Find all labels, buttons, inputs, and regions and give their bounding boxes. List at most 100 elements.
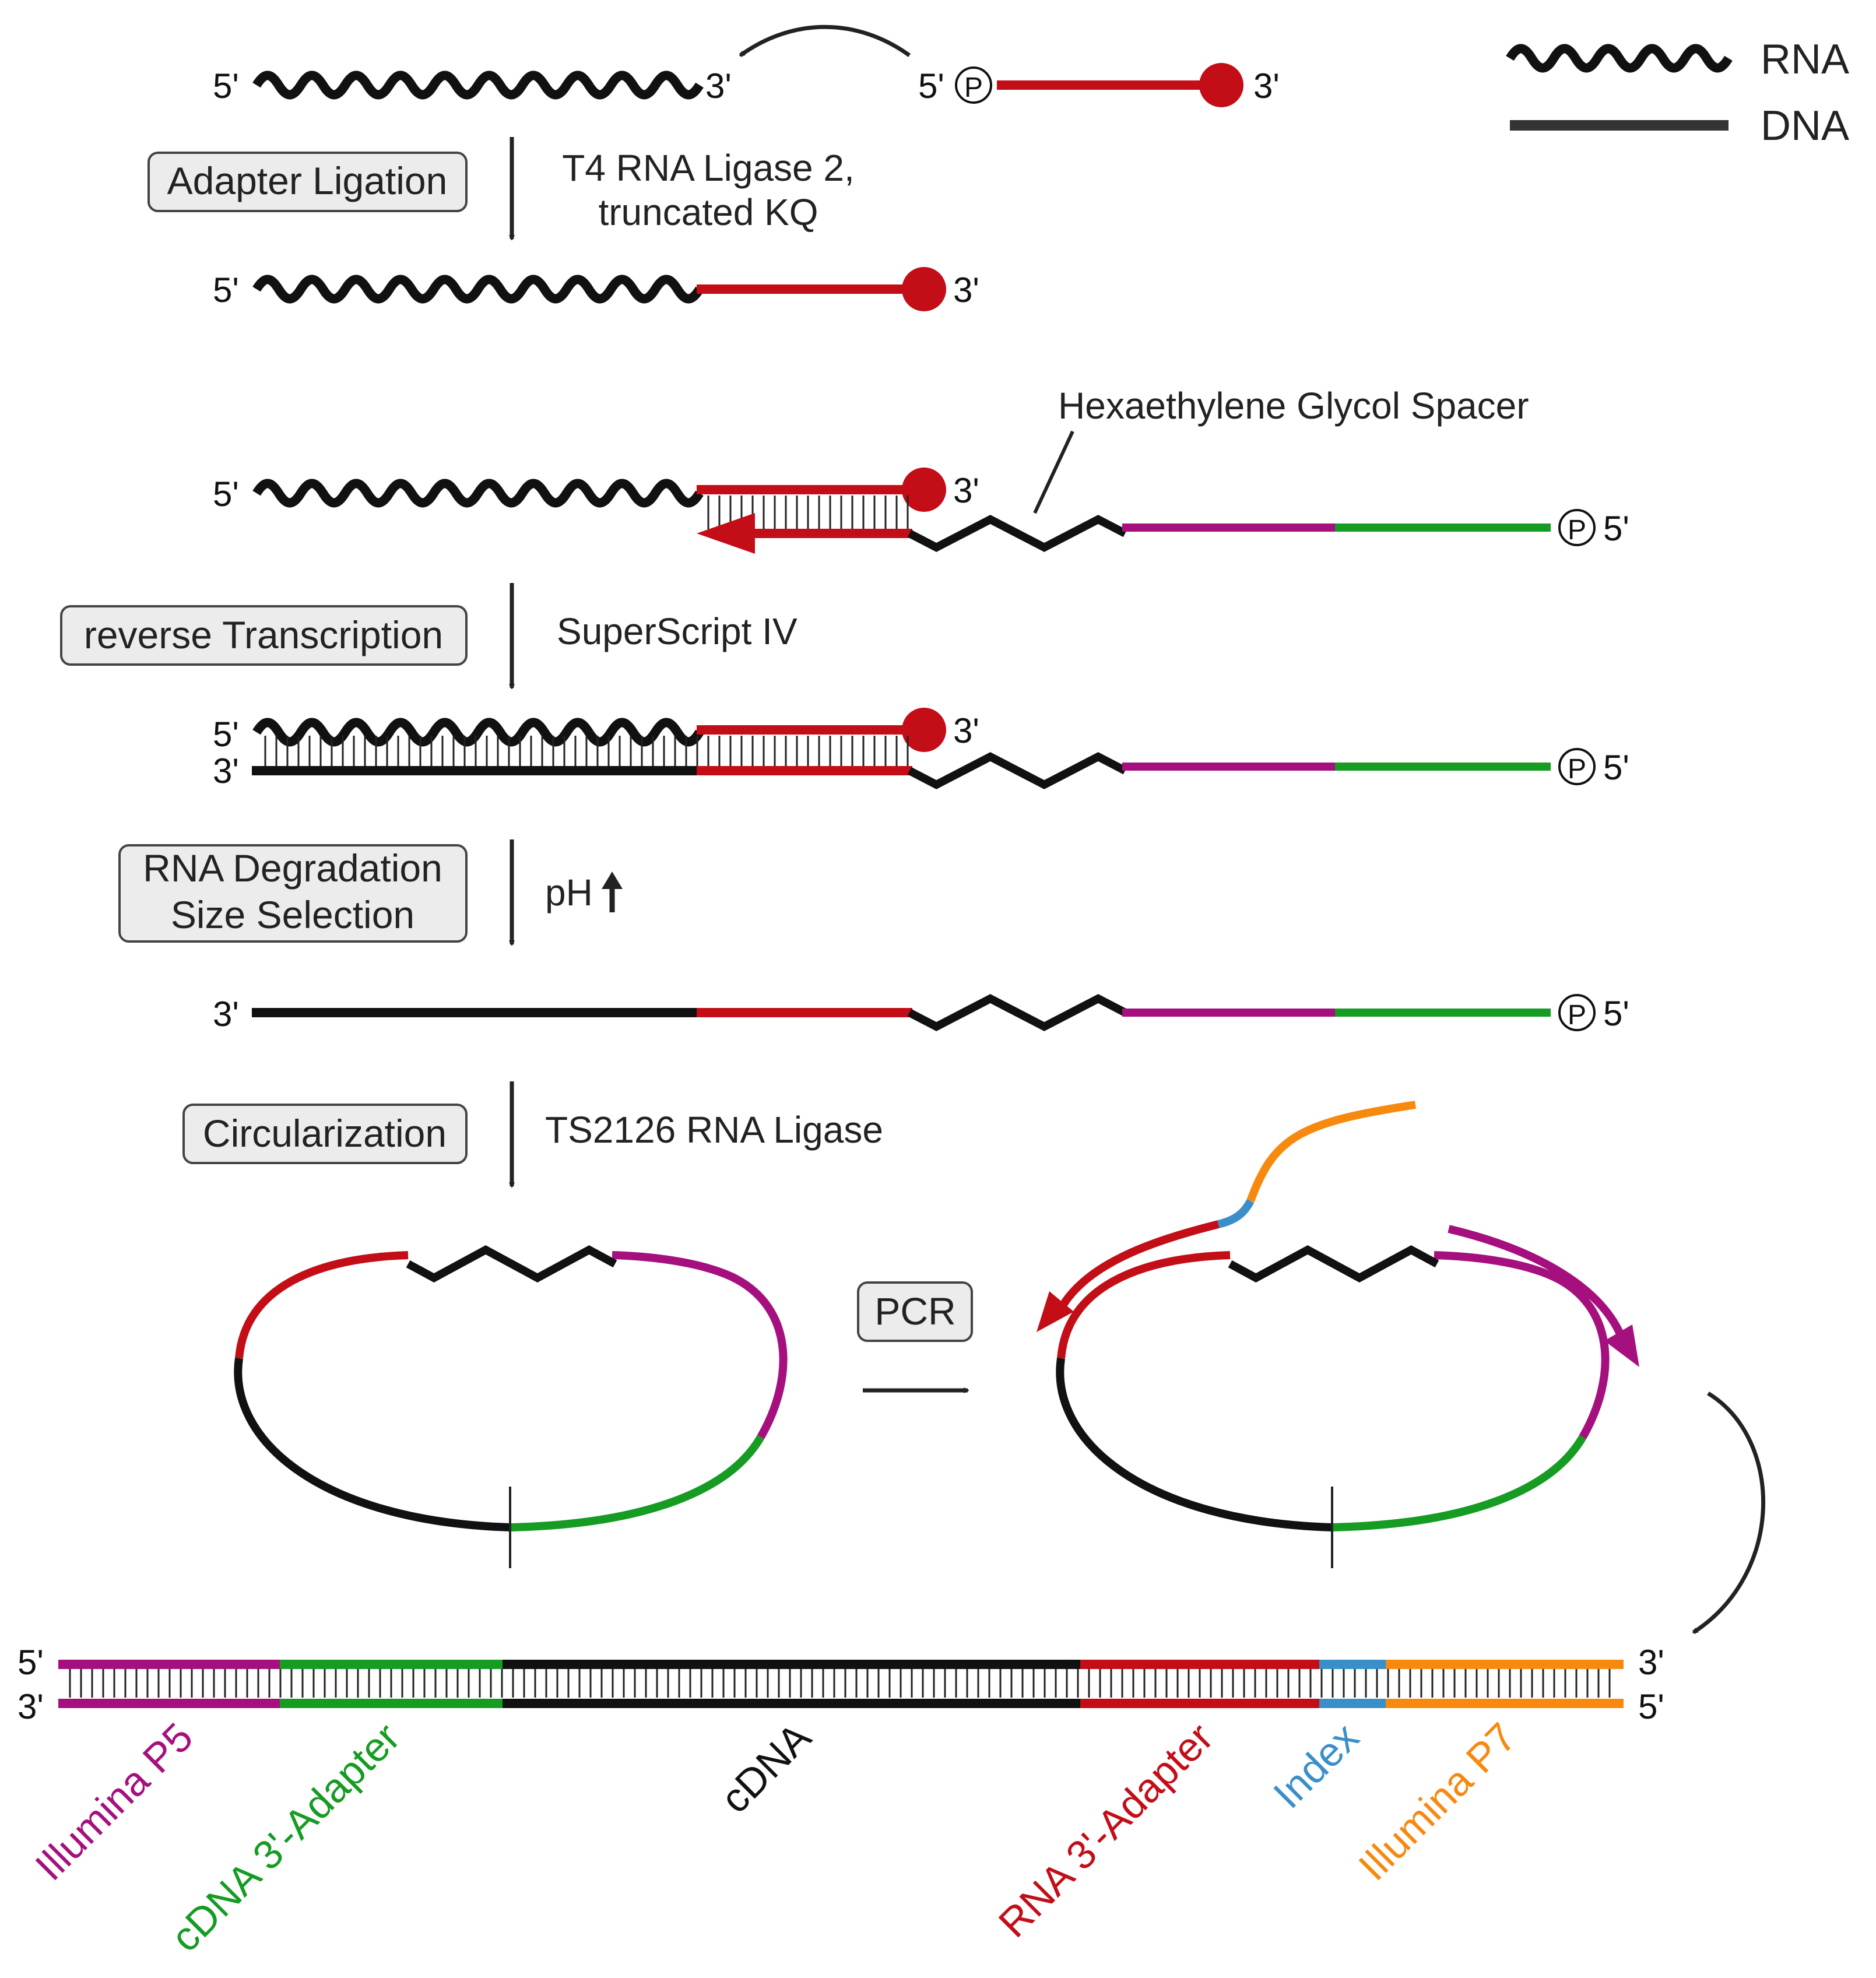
row3-primer-5prime: 5'	[1603, 509, 1629, 548]
circle1-cdna-adapter-arc	[510, 1435, 765, 1531]
degradation-line2: Size Selection	[171, 893, 414, 936]
segment-label-rna-adapter: RNA 3'-Adapter	[990, 1714, 1222, 1946]
row5-3prime: 3'	[213, 995, 239, 1034]
circle1-spacer	[406, 1245, 617, 1283]
step-ligation: Adapter Ligation T4 RNA Ligase 2, trunca…	[147, 137, 855, 239]
adapter-approach-arrow	[740, 24, 911, 57]
ligation-enzyme-line2: truncated KQ	[598, 191, 818, 233]
row-rt-product: 5' 3' 3' P 5'	[213, 708, 1629, 791]
row5-spacer	[907, 994, 1127, 1031]
row-primer-annealed: Hexaethylene Glycol Spacer 5' 3' P 5'	[213, 385, 1629, 554]
row4-phosphate-label: P	[1568, 754, 1586, 785]
row4-phosphate-icon	[1558, 748, 1596, 785]
row3-phosphate-label: P	[1568, 515, 1586, 546]
degradation-line1: RNA Degradation	[143, 846, 442, 890]
segment-label-cdna: cDNA	[712, 1714, 820, 1822]
ph-label: pH	[545, 872, 593, 914]
segment-label-p5: Illumina P5	[27, 1714, 202, 1889]
row-ligated: 5' 3'	[213, 267, 979, 311]
row-cdna: 3' P 5'	[213, 994, 1629, 1034]
reverse-primer-p7-tail	[1246, 1101, 1417, 1203]
row3-block-icon	[902, 468, 946, 512]
legend-dna-label: DNA	[1761, 103, 1849, 149]
row4-base-pairs	[264, 736, 909, 767]
row2-rna-strand	[252, 275, 704, 304]
ligation-enzyme-line1: T4 RNA Ligase 2,	[562, 147, 855, 189]
row4-5prime: 5'	[213, 715, 239, 754]
final-bottom-3prime: 3'	[17, 1687, 44, 1726]
phosphate-label: P	[964, 72, 983, 103]
step-rt: reverse Transcription SuperScript IV	[60, 583, 798, 688]
row4-spacer	[907, 752, 1127, 789]
row2-5prime: 5'	[213, 270, 239, 310]
pcr-box	[857, 1281, 973, 1342]
legend-rna-label: RNA	[1761, 36, 1849, 83]
ph-up-arrow-icon	[602, 872, 623, 889]
row4-block-icon	[902, 708, 946, 752]
final-product-arrow	[1694, 1392, 1765, 1634]
final-library: 5' 3' 3' 5' Illumina P5 cDNA 3'-Adapter …	[17, 1643, 1664, 1961]
row4-rna-strand	[252, 718, 704, 747]
row4-3prime-right: 3'	[953, 711, 979, 750]
forward-primer-p5	[1448, 1225, 1625, 1337]
row5-phosphate-icon	[1558, 994, 1596, 1031]
row3-primer-arrowhead	[697, 513, 755, 554]
step-pcr: PCR	[857, 1281, 973, 1390]
final-base-pairs	[69, 1668, 1611, 1698]
step-circularization: Circularization TS2126 RNA Ligase	[182, 1081, 883, 1186]
row2-3prime: 3'	[953, 270, 979, 310]
segment-label-p7: Illumina P7	[1350, 1714, 1525, 1889]
circle2-cdna-arc	[1056, 1358, 1333, 1531]
adapter-3prime: 3'	[1253, 66, 1280, 106]
reverse-primer-red	[1056, 1220, 1220, 1313]
phosphate-icon	[955, 66, 992, 104]
row3-5prime: 5'	[213, 475, 239, 514]
degradation-box	[118, 844, 468, 943]
legend-rna-wave	[1506, 44, 1733, 73]
circular-cdna	[234, 1245, 788, 1568]
row1-rna-5prime: 5'	[213, 66, 239, 106]
circle2-rna-adapter-arc	[1057, 1251, 1231, 1359]
circle2-spacer	[1228, 1245, 1439, 1283]
reverse-primer-index	[1217, 1199, 1255, 1228]
adapter-block-icon	[1199, 63, 1243, 107]
step-degradation: RNA Degradation Size Selection pH	[118, 839, 623, 944]
circular-cdna-pcr	[1037, 1101, 1765, 1634]
row5-phosphate-label: P	[1568, 1000, 1586, 1031]
row1-rna-strand	[252, 71, 704, 100]
adapter-5prime: 5'	[918, 66, 944, 106]
circle2-p5-arc	[1434, 1251, 1610, 1439]
spacer-pointer	[1033, 430, 1074, 514]
final-top-3prime: 3'	[1638, 1643, 1664, 1682]
segment-label-index: Index	[1264, 1714, 1367, 1817]
reverse-primer-arrowhead	[1037, 1291, 1074, 1332]
circularization-box	[182, 1104, 468, 1164]
spacer-label: Hexaethylene Glycol Spacer	[1058, 385, 1529, 427]
row4-3prime-left: 3'	[213, 751, 239, 791]
circle1-rna-adapter-arc	[235, 1251, 409, 1359]
rt-enzyme: SuperScript IV	[557, 610, 798, 652]
ligation-box	[147, 152, 468, 212]
rt-box	[60, 605, 468, 666]
row3-rna-strand	[252, 479, 704, 508]
row5-5prime: 5'	[1603, 994, 1629, 1033]
circle2-cdna-adapter-arc	[1332, 1435, 1587, 1531]
rt-label: reverse Transcription	[84, 613, 443, 656]
pcr-label: PCR	[874, 1290, 955, 1333]
row3-phosphate-icon	[1558, 509, 1596, 546]
circle1-cdna-arc	[234, 1358, 511, 1531]
circularization-label: Circularization	[203, 1112, 447, 1155]
row-rna-and-adapter: 5' 3' 5' P 3'	[213, 24, 1280, 107]
circularization-enzyme: TS2126 RNA Ligase	[545, 1109, 883, 1151]
row3-3prime: 3'	[953, 471, 979, 510]
segment-label-cdna-adapter: cDNA 3'-Adapter	[162, 1714, 408, 1960]
circle1-p5-arc	[612, 1251, 788, 1439]
legend: RNA DNA	[1506, 36, 1849, 149]
row1-rna-3prime: 3'	[705, 66, 732, 106]
row4-5prime-right: 5'	[1603, 748, 1629, 787]
final-bottom-5prime: 5'	[1638, 1687, 1664, 1726]
row3-spacer	[907, 515, 1127, 552]
ligation-label: Adapter Ligation	[167, 159, 448, 202]
final-top-5prime: 5'	[17, 1643, 44, 1682]
